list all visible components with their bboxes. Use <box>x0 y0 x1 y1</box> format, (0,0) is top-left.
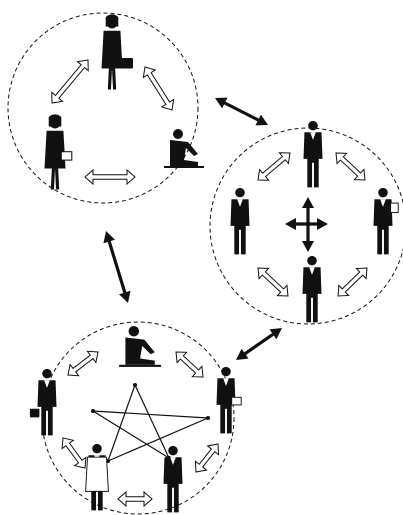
hollow-arrow <box>253 263 293 301</box>
figure-woman-folder <box>45 114 72 189</box>
group-right <box>210 121 403 324</box>
star-vertex <box>206 416 210 420</box>
figure-businessman-top <box>304 121 323 187</box>
link-arrow-top-left-bottom <box>100 229 133 305</box>
hollow-arrow <box>139 63 178 113</box>
figure-man-seated <box>164 129 204 168</box>
figure-man-folder <box>217 367 242 434</box>
pentagram-star <box>91 383 210 463</box>
link-arrow-right-bottom <box>233 323 286 365</box>
star-vertex <box>133 383 137 387</box>
hollow-arrow <box>118 492 152 506</box>
hollow-arrow <box>253 148 294 186</box>
group-top-left <box>8 13 204 203</box>
figure-woman-briefcase <box>102 14 134 89</box>
star-vertex <box>91 409 95 413</box>
figure-businessman-left <box>231 188 250 255</box>
hollow-arrow <box>333 263 372 301</box>
star-line <box>108 418 208 461</box>
hollow-arrow <box>331 148 370 185</box>
hollow-arrow <box>85 170 135 184</box>
hollow-arrow <box>171 347 208 382</box>
hollow-arrow <box>57 434 90 472</box>
group-bottom <box>30 322 241 514</box>
figure-man-briefcase <box>30 369 57 436</box>
link-arrow-top-left-right <box>212 93 270 131</box>
figure-businessman-bottom <box>303 256 322 323</box>
figure-man-labcoat <box>86 444 109 511</box>
figure-businessman-right <box>374 188 399 255</box>
hollow-arrow <box>47 56 94 108</box>
hollow-arrow <box>190 440 223 477</box>
hollow-arrow <box>64 346 103 380</box>
figure-man-phone-chair <box>119 326 161 367</box>
